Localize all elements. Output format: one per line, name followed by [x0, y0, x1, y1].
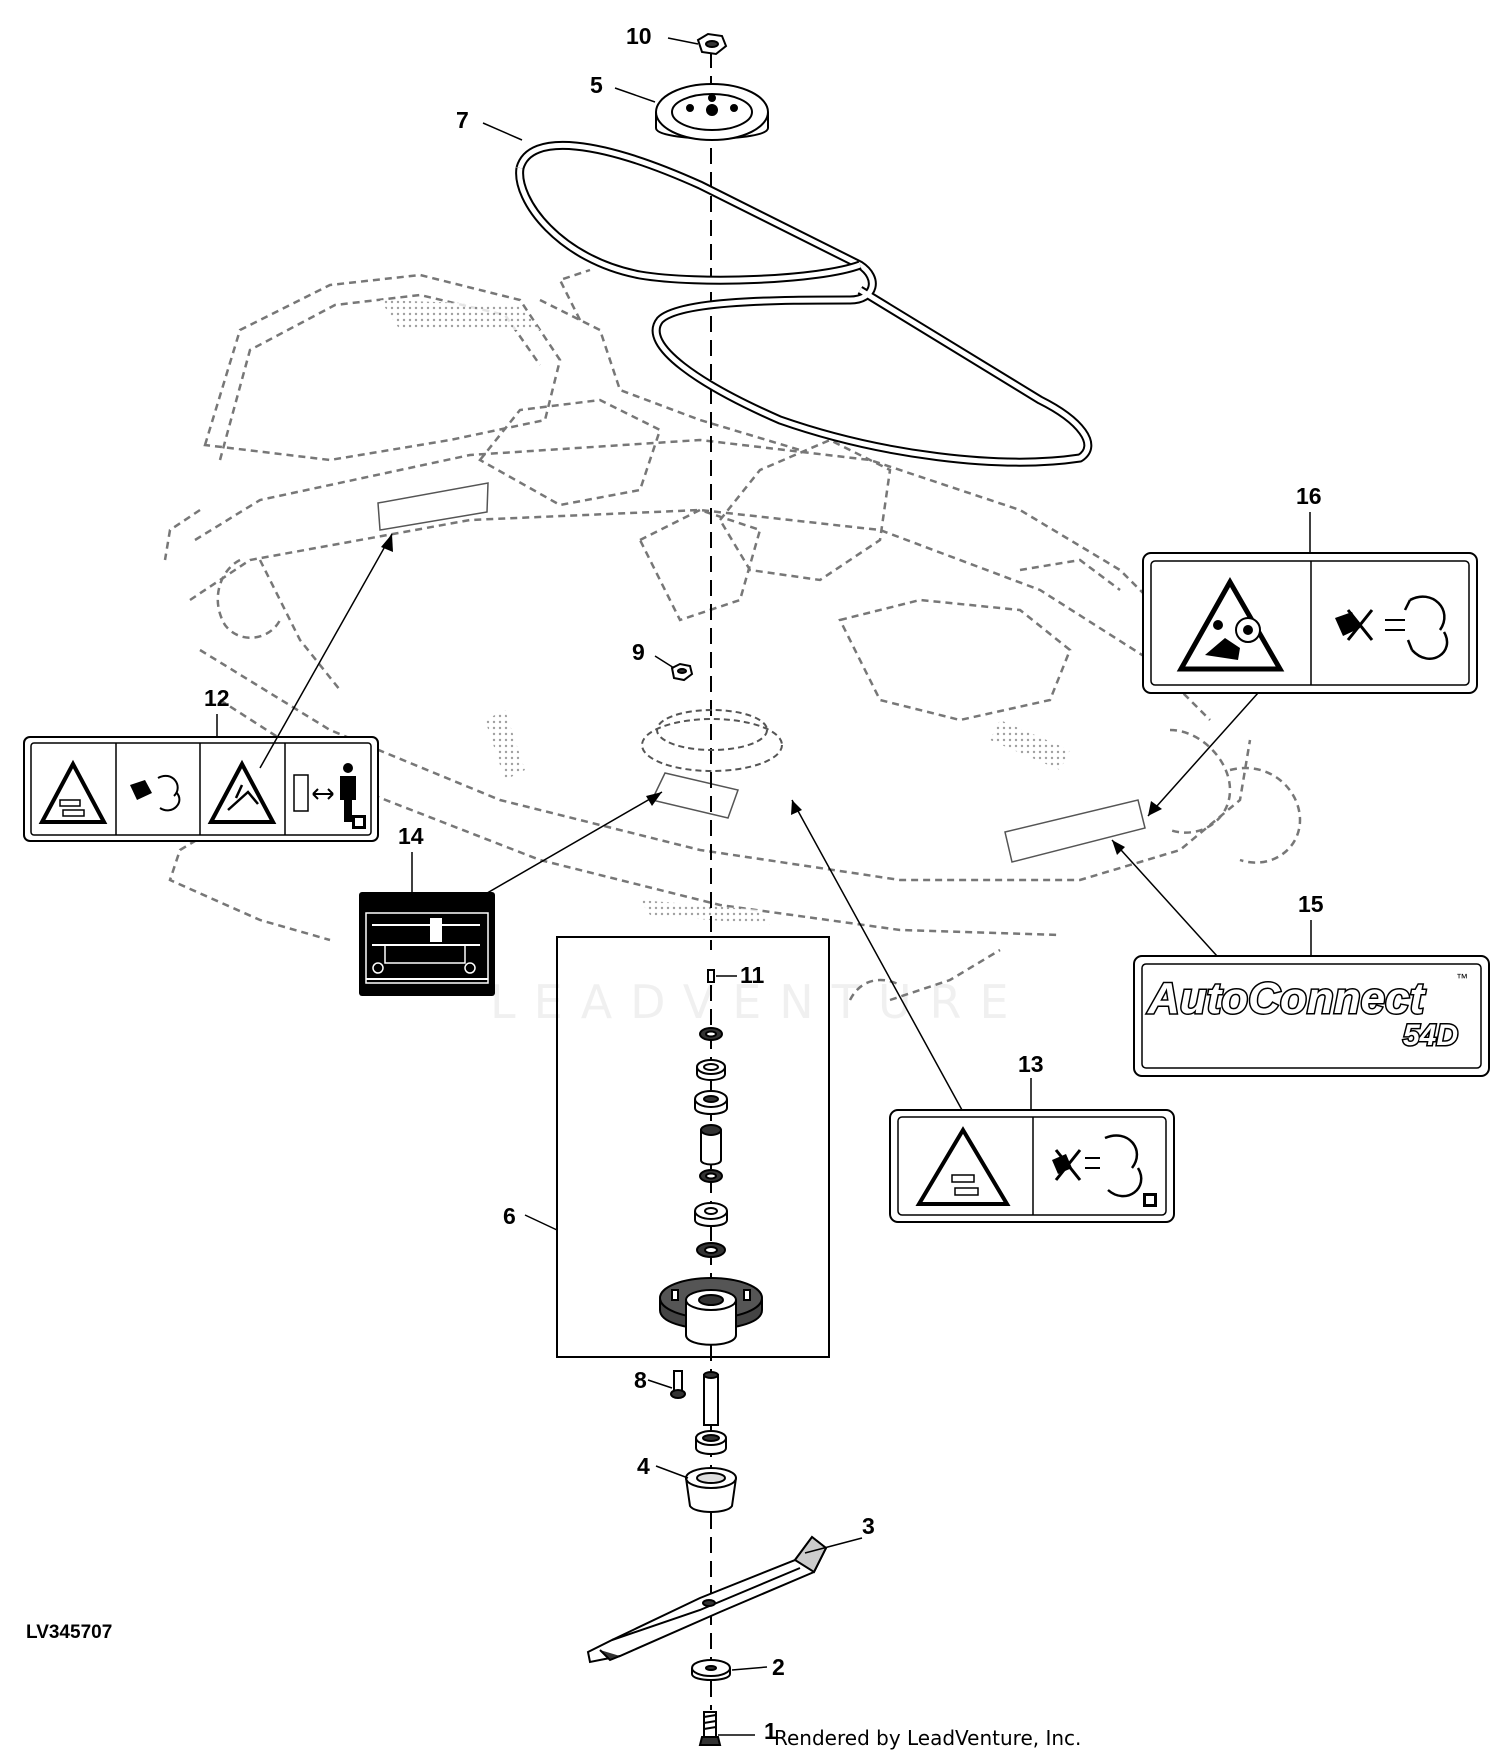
deck-shading — [380, 300, 1070, 925]
callout-13: 13 — [1018, 1051, 1044, 1077]
callout-12: 12 — [204, 685, 230, 711]
deck-decal-spots — [377, 482, 1146, 863]
callout-11: 11 — [740, 962, 765, 988]
pulley-part-5 — [655, 83, 769, 141]
callout-5: 5 — [590, 72, 603, 98]
decal-part-12 — [23, 736, 379, 842]
grease-fitting-part-11 — [707, 969, 715, 983]
decal-trademark-text: ™ — [1456, 971, 1468, 985]
deck-spindle-housing — [641, 709, 783, 772]
callout-6: 6 — [503, 1203, 516, 1229]
decal-part-15: AutoConnect ™ 54D — [1133, 955, 1490, 1077]
washer-part-2 — [691, 1659, 731, 1681]
nut-part-9 — [670, 662, 694, 682]
callout-1: 1 — [764, 1718, 777, 1744]
callout-4: 4 — [637, 1453, 650, 1479]
callout-7: 7 — [456, 107, 469, 133]
callout-3: 3 — [862, 1513, 875, 1539]
callout-8: 8 — [634, 1367, 647, 1393]
watermark: LEADVENTURE — [490, 975, 1027, 1029]
callout-2: 2 — [772, 1654, 785, 1680]
decal-model-text: 54D — [1403, 1019, 1458, 1052]
bolt-part-8 — [670, 1370, 686, 1399]
decal-part-16 — [1142, 552, 1478, 694]
callout-9: 9 — [632, 639, 645, 665]
decal-brand-text: AutoConnect — [1147, 974, 1427, 1023]
decal-part-14 — [359, 892, 495, 996]
belt-part-7 — [515, 140, 1093, 467]
callout-14: 14 — [398, 823, 424, 849]
blade-adapter-part-4 — [685, 1467, 737, 1513]
blade-part-3 — [586, 1535, 828, 1664]
leader-lines — [216, 37, 1312, 1736]
nut-part-10 — [696, 32, 728, 56]
spindle-shaft — [695, 1371, 727, 1455]
bolt-part-1 — [698, 1711, 722, 1746]
callout-numbers: 10 5 7 16 9 12 14 15 11 13 6 8 4 3 2 1 — [204, 23, 1324, 1744]
spindle-stack — [694, 1027, 728, 1258]
spindle-assembly-box — [556, 936, 830, 1358]
leader-arrowheads — [381, 534, 1162, 855]
callout-10: 10 — [626, 23, 652, 49]
decal-part-13 — [889, 1109, 1175, 1223]
spindle-housing — [659, 1277, 763, 1346]
callout-15: 15 — [1298, 891, 1324, 917]
drawing-number: LV345707 — [26, 1622, 113, 1643]
render-credit: Rendered by LeadVenture, Inc. — [774, 1726, 1082, 1750]
callout-16: 16 — [1296, 483, 1322, 509]
